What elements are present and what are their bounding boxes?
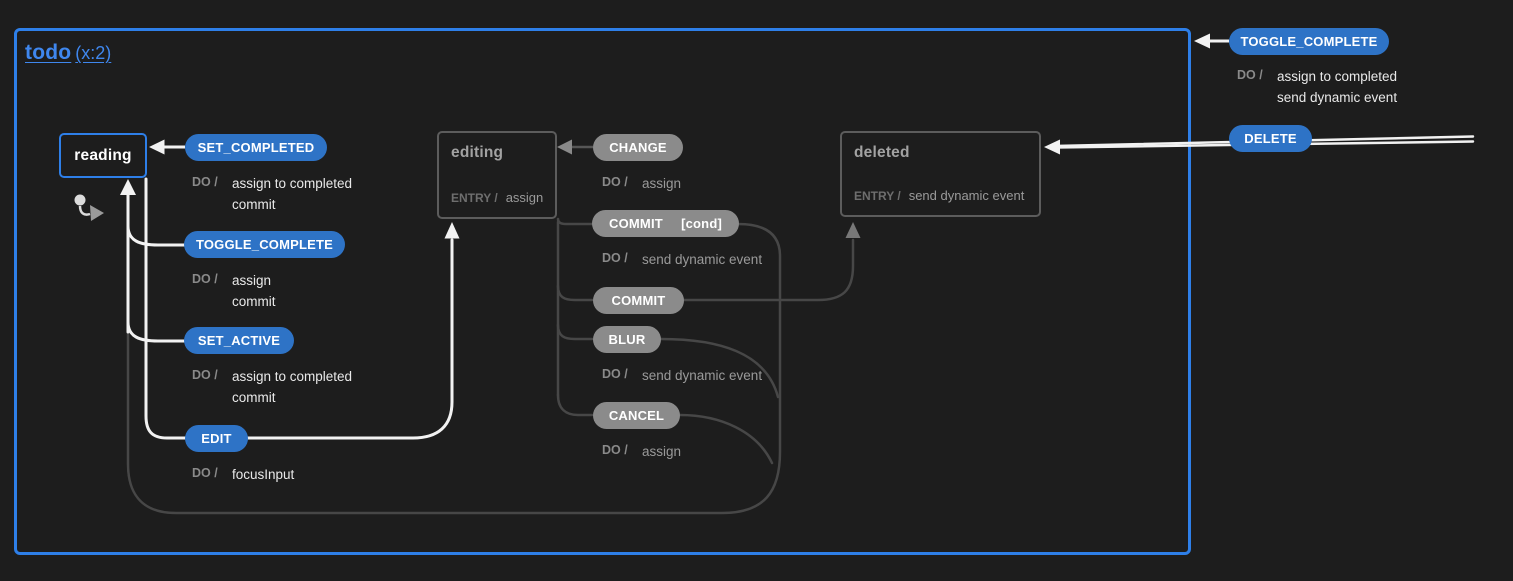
- entry-actions: ENTRY /send dynamic event: [854, 188, 1025, 203]
- event-actions-change: DO / assign: [602, 175, 682, 191]
- event-actions-set-active: DO / assign to completed commit: [192, 368, 353, 405]
- event-actions-toggle-complete: DO / assign commit: [192, 272, 276, 309]
- event-toggle-complete-machine[interactable]: TOGGLE_COMPLETE: [1229, 28, 1389, 55]
- event-set-active[interactable]: SET_ACTIVE: [184, 327, 294, 354]
- machine-title-link[interactable]: todo(x:2): [25, 41, 111, 65]
- event-change[interactable]: CHANGE: [593, 134, 683, 161]
- event-edit[interactable]: EDIT: [185, 425, 248, 452]
- event-toggle-complete[interactable]: TOGGLE_COMPLETE: [184, 231, 345, 258]
- event-actions-blur: DO / send dynamic event: [602, 367, 763, 383]
- entry-actions: ENTRY /assign: [451, 190, 544, 205]
- event-commit-cond[interactable]: COMMIT [cond]: [592, 210, 739, 237]
- event-actions-edit: DO / focusInput: [192, 466, 295, 482]
- machine-instance-count: (x:2): [75, 43, 112, 63]
- state-title: reading: [74, 146, 132, 164]
- state-node-deleted[interactable]: deleted ENTRY /send dynamic event: [840, 131, 1041, 217]
- event-actions-set-completed: DO / assign to completed commit: [192, 175, 353, 212]
- event-actions-commit-cond: DO / send dynamic event: [602, 251, 763, 267]
- event-blur[interactable]: BLUR: [593, 326, 661, 353]
- event-actions-toggle-complete-machine: DO / assign to completed send dynamic ev…: [1237, 68, 1398, 105]
- event-set-completed[interactable]: SET_COMPLETED: [185, 134, 327, 161]
- state-node-editing[interactable]: editing ENTRY /assign: [437, 131, 557, 219]
- event-cancel[interactable]: CANCEL: [593, 402, 680, 429]
- machine-name: todo: [25, 41, 72, 64]
- machine-toggle-complete-arrow: [1194, 33, 1229, 49]
- state-node-reading[interactable]: reading: [59, 133, 147, 178]
- event-commit[interactable]: COMMIT: [593, 287, 684, 314]
- guard-condition-badge: [cond]: [681, 216, 722, 231]
- state-title: deleted: [854, 144, 910, 161]
- event-delete[interactable]: DELETE: [1229, 125, 1312, 152]
- machine-todo-container: [14, 28, 1191, 555]
- event-actions-cancel: DO / assign: [602, 443, 682, 459]
- state-title: editing: [451, 144, 504, 161]
